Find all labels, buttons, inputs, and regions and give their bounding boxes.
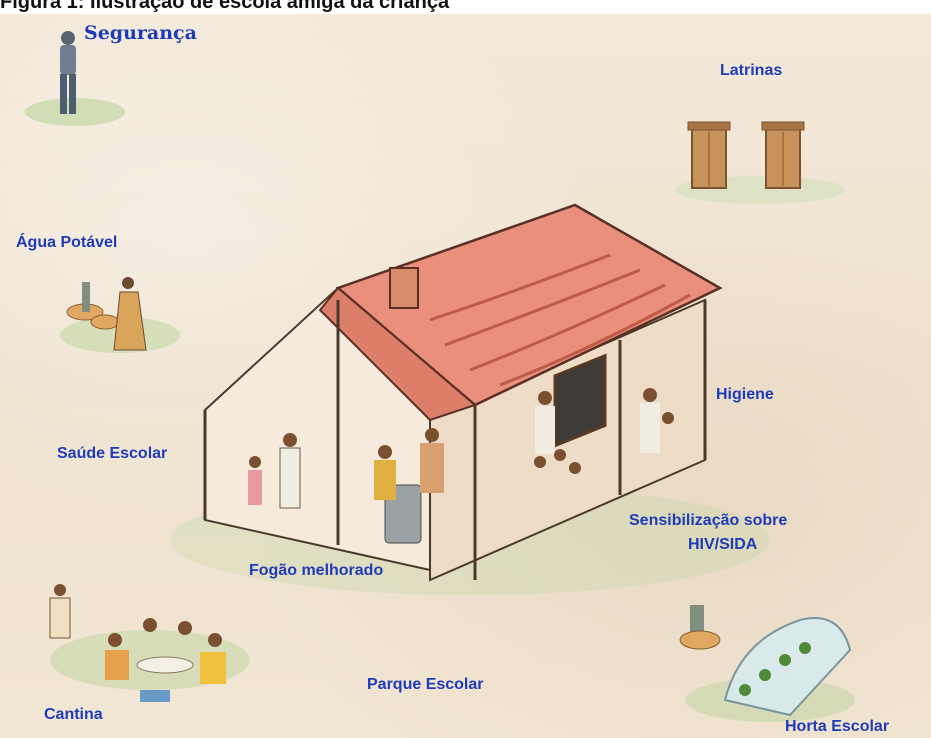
cantina-figure	[49, 584, 226, 702]
figure-caption: Figura 1: Ilustração de escola amiga da …	[0, 0, 450, 13]
figure-caption-clip: Figura 1: Ilustração de escola amiga da …	[0, 0, 931, 14]
label-saude-escolar: Saúde Escolar	[57, 445, 168, 462]
water-pump-figure	[66, 277, 147, 351]
label-latrinas: Latrinas	[720, 62, 783, 79]
latrines-figure	[687, 121, 805, 189]
school-house-figure	[203, 203, 723, 582]
label-seguranca: Segurança	[84, 22, 197, 44]
label-agua-potavel: Água Potável	[16, 234, 118, 251]
label-horta-escolar: Horta Escolar	[785, 718, 890, 735]
label-higiene: Higiene	[716, 386, 774, 403]
label-fogao-melhorado: Fogão melhorado	[249, 562, 384, 579]
label-parque-escolar: Parque Escolar	[367, 676, 484, 693]
school-garden-figure	[679, 605, 852, 717]
label-sensibilizacao: Sensibilização sobre	[629, 512, 788, 529]
security-guard-figure	[60, 31, 76, 114]
label-cantina: Cantina	[44, 706, 103, 723]
label-hiv-sida: HIV/SIDA	[688, 536, 758, 553]
